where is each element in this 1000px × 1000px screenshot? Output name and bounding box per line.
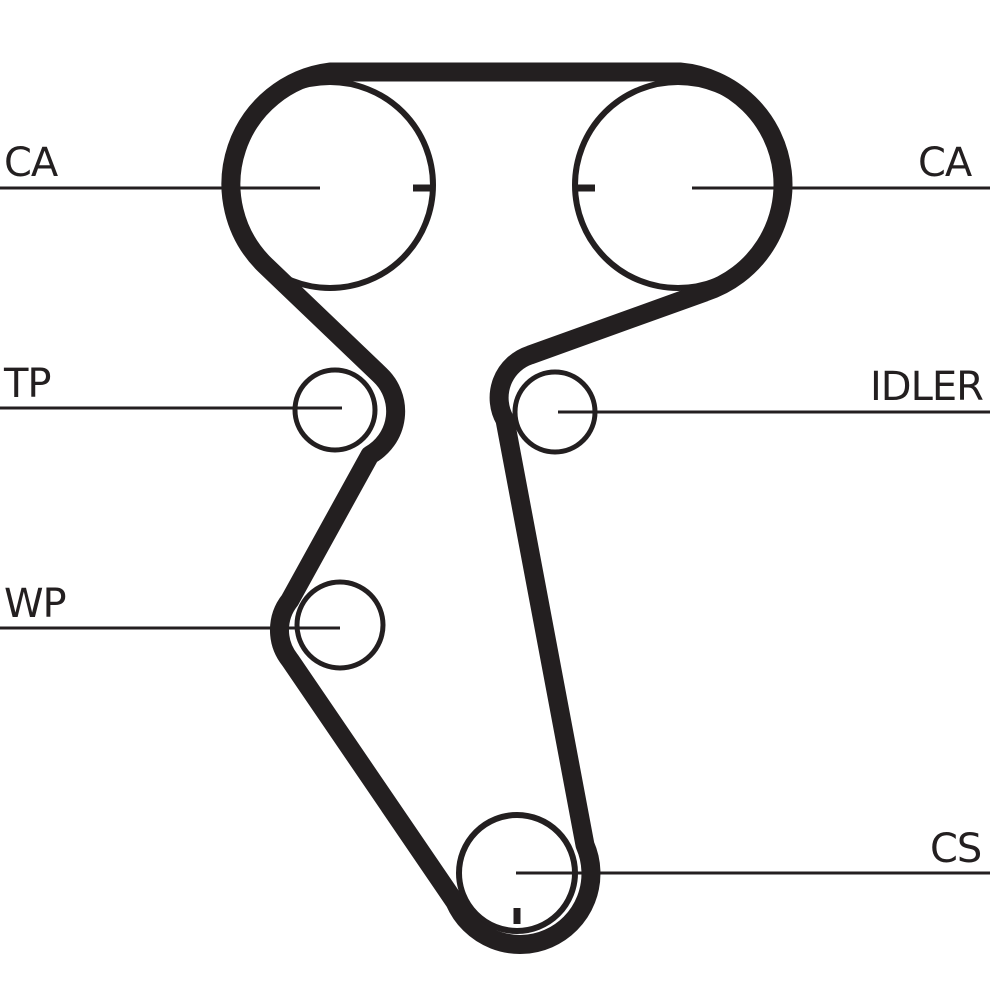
label-ca-right: CA [918, 140, 972, 186]
water-pump-pulley [294, 579, 386, 671]
label-wp: WP [4, 581, 67, 627]
idler-pulley [512, 369, 598, 455]
label-idler: IDLER [870, 364, 984, 410]
label-tp: TP [4, 361, 52, 407]
tensioner-pulley [292, 367, 378, 453]
timing-belt [221, 62, 793, 954]
crankshaft-pulley [456, 812, 578, 934]
label-ca-left: CA [4, 140, 58, 186]
label-cs: CS [930, 826, 982, 872]
